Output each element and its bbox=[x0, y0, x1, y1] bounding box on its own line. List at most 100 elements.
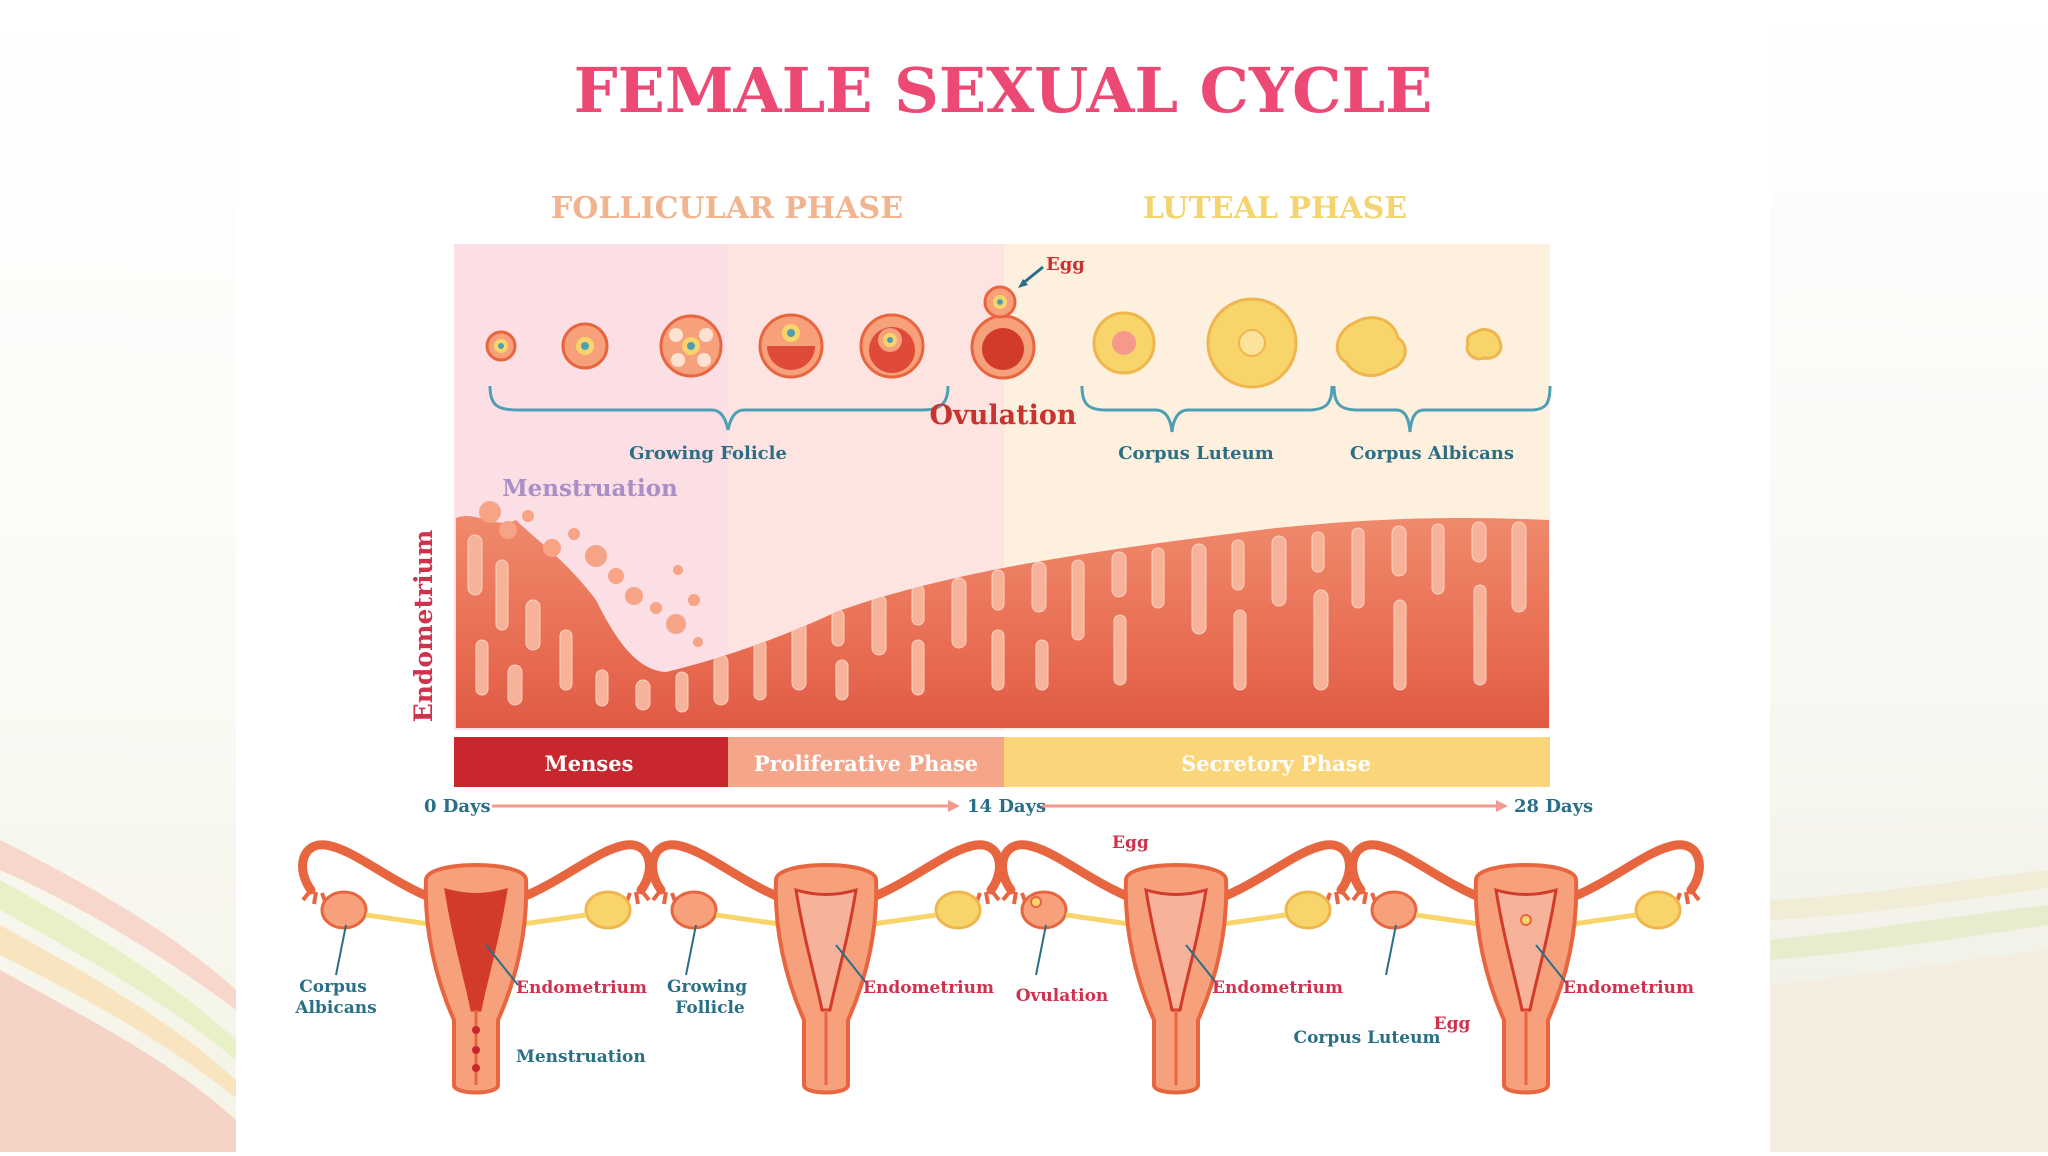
timeline-arrowhead-1 bbox=[948, 800, 960, 812]
uterus4-corpus-label: Corpus Luteum bbox=[1294, 1028, 1441, 1048]
uterus3-egg-label: Egg bbox=[1112, 833, 1149, 853]
menstrual-drop bbox=[472, 1026, 480, 1034]
right-ovary bbox=[1634, 890, 1682, 930]
corpus-albicans-label: Corpus Albicans bbox=[1350, 443, 1514, 464]
endometrium-leader bbox=[1185, 944, 1219, 986]
follicle-stage-5 bbox=[859, 313, 925, 379]
follicular-phase-heading: FOLLICULAR PHASE bbox=[551, 191, 903, 226]
secretory-band-label: Secretory Phase bbox=[1181, 751, 1371, 776]
ovary-leader bbox=[1035, 924, 1047, 976]
uterus-4 bbox=[1348, 840, 1704, 1095]
ovulation-label: Ovulation bbox=[930, 400, 1077, 431]
menses-band-label: Menses bbox=[545, 751, 634, 776]
right-decor-panel bbox=[1770, 0, 2048, 1152]
left-tube bbox=[998, 840, 1141, 905]
timeline-end: 28 Days bbox=[1514, 796, 1593, 817]
uterus-2 bbox=[648, 840, 1004, 1095]
uterus1-corpus-line1: Corpus bbox=[299, 977, 367, 997]
right-tube bbox=[861, 840, 1004, 905]
uterus4-egg-label: Egg bbox=[1434, 1014, 1471, 1034]
paper-stack-decor-left bbox=[0, 840, 236, 1152]
corpus-luteum-large bbox=[1206, 297, 1298, 389]
uterus1-menstruation-label: Menstruation bbox=[516, 1047, 646, 1067]
follicle-stage-4 bbox=[758, 313, 824, 379]
endometrium-axis-label: Endometrium bbox=[409, 530, 438, 723]
right-ovary bbox=[584, 890, 632, 930]
uterine-cavity bbox=[794, 887, 858, 1012]
right-tube bbox=[511, 840, 654, 905]
growing-follicle-brace bbox=[488, 385, 950, 431]
ovulation-follicle bbox=[970, 285, 1036, 380]
ovary-leader bbox=[335, 924, 347, 976]
left-decor-panel bbox=[0, 0, 236, 1152]
cycle-diagram: FEMALE SEXUAL CYCLE FOLLICULAR PHASE LUT… bbox=[294, 54, 1704, 1095]
egg-arrowhead-top bbox=[1018, 279, 1028, 288]
ovarian-ligament bbox=[1415, 912, 1637, 928]
left-tube bbox=[1348, 840, 1491, 905]
left-ovary bbox=[1020, 890, 1068, 930]
menstrual-drop bbox=[472, 1064, 480, 1072]
timeline-arrowhead-2 bbox=[1496, 800, 1508, 812]
follicle-stage-1 bbox=[485, 330, 517, 362]
timeline-start: 0 Days bbox=[424, 796, 491, 817]
ovary-leader bbox=[1385, 924, 1397, 976]
ovary-leader bbox=[685, 924, 697, 976]
uterus1-endometrium-label: Endometrium bbox=[516, 978, 647, 998]
egg-dot bbox=[1520, 914, 1532, 926]
left-tube bbox=[648, 840, 791, 905]
uterus2-follicle-line2: Follicle bbox=[675, 998, 745, 1018]
endometrium-leader bbox=[485, 944, 519, 986]
endometrium-leader bbox=[835, 944, 869, 986]
menstrual-drop bbox=[472, 1046, 480, 1054]
endometrium-tissue bbox=[456, 501, 1549, 728]
uterus4-endometrium-label: Endometrium bbox=[1563, 978, 1694, 998]
egg-dot bbox=[1030, 896, 1042, 908]
left-ovary bbox=[1370, 890, 1418, 930]
corpus-luteum-small bbox=[1092, 311, 1156, 375]
left-ovary bbox=[670, 890, 718, 930]
egg-arrow-top bbox=[1021, 265, 1044, 286]
shedding-debris bbox=[479, 501, 703, 647]
luteal-phase-heading: LUTEAL PHASE bbox=[1143, 191, 1407, 226]
corpus-albicans-small bbox=[1465, 328, 1503, 361]
uterine-cavity bbox=[1144, 887, 1208, 1012]
proliferative-band-label: Proliferative Phase bbox=[754, 751, 978, 776]
uterus3-endometrium-label: Endometrium bbox=[1212, 978, 1343, 998]
endometrium-leader bbox=[1535, 944, 1569, 986]
uterus2-endometrium-label: Endometrium bbox=[863, 978, 994, 998]
uterine-cavity bbox=[1494, 887, 1558, 1012]
page-title: FEMALE SEXUAL CYCLE bbox=[574, 54, 1433, 127]
ovarian-ligament bbox=[365, 912, 587, 928]
left-tube bbox=[298, 840, 441, 905]
proliferative-band bbox=[728, 737, 1004, 787]
follicle-stage-3 bbox=[659, 314, 723, 378]
uterus-illustrations bbox=[298, 840, 1704, 1095]
menstruation-label: Menstruation bbox=[502, 475, 678, 502]
right-tube bbox=[1211, 840, 1354, 905]
follicle-stage-2 bbox=[561, 322, 609, 370]
corpus-albicans-large bbox=[1335, 316, 1407, 378]
secretory-band bbox=[1004, 737, 1550, 787]
corpus-luteum-label: Corpus Luteum bbox=[1118, 443, 1274, 464]
right-tube bbox=[1561, 840, 1704, 905]
corpus-albicans-brace bbox=[1332, 385, 1552, 433]
paper-stack-decor-right bbox=[1770, 870, 2048, 1152]
uterine-cavity bbox=[444, 887, 508, 1012]
ovarian-ligament bbox=[715, 912, 937, 928]
right-ovary bbox=[1284, 890, 1332, 930]
uterus1-corpus-label: Corpus Albicans bbox=[294, 977, 376, 1018]
uterus1-corpus-line2: Albicans bbox=[294, 998, 376, 1018]
uterus2-follicle-label: Growing Follicle bbox=[667, 977, 753, 1018]
ovarian-ligament bbox=[1065, 912, 1287, 928]
egg-label-top: Egg bbox=[1046, 254, 1085, 275]
diagram-panel: FEMALE SEXUAL CYCLE FOLLICULAR PHASE LUT… bbox=[236, 0, 1770, 1152]
timeline-mid: 14 Days bbox=[967, 796, 1046, 817]
left-ovary bbox=[320, 890, 368, 930]
menses-band bbox=[454, 737, 728, 787]
growing-follicle-label: Growing Folicle bbox=[629, 443, 787, 464]
uterus3-ovulation-label: Ovulation bbox=[1016, 986, 1109, 1006]
uterus-3 bbox=[998, 840, 1354, 1095]
corpus-luteum-brace bbox=[1080, 385, 1334, 433]
uterus2-follicle-line1: Growing bbox=[667, 977, 747, 997]
right-ovary bbox=[934, 890, 982, 930]
